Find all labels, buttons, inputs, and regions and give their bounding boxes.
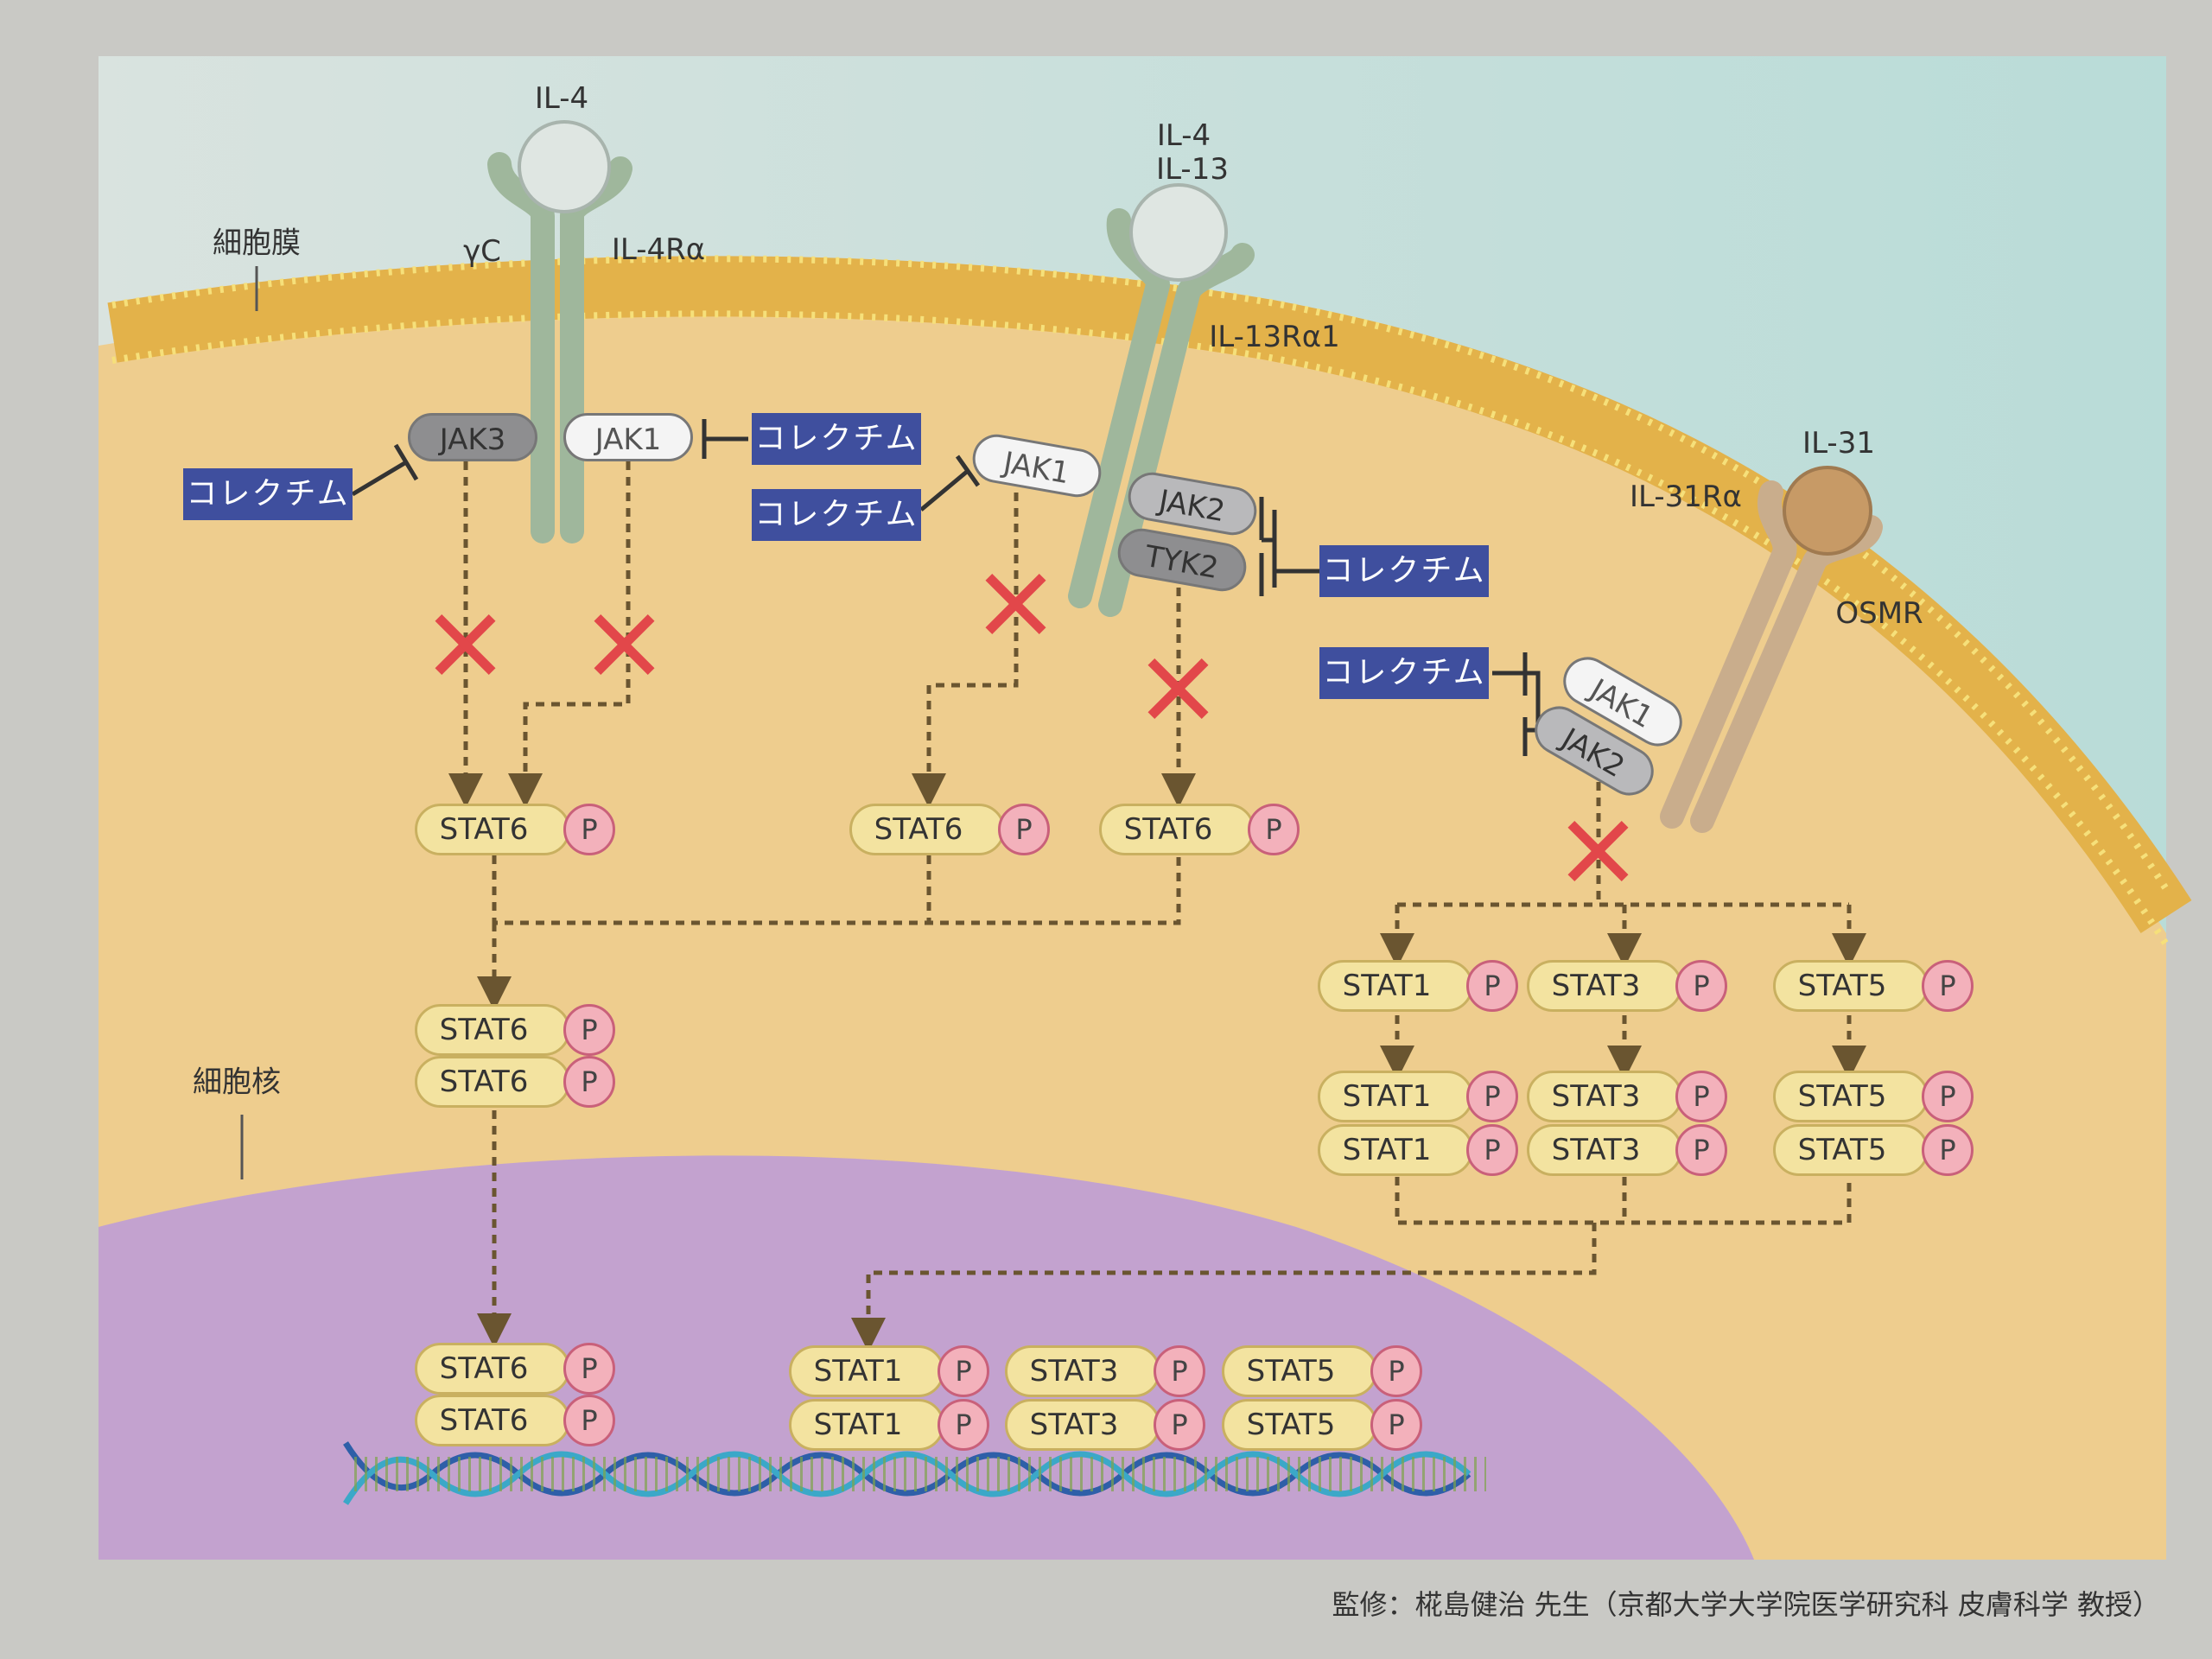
stat-label: STAT6 <box>415 1004 570 1056</box>
corectim-box: コレクチム <box>1319 647 1489 699</box>
phosphate-badge: P <box>1675 1124 1727 1176</box>
inhibition-x-icon <box>982 569 1051 639</box>
phosphate-badge: P <box>998 804 1050 855</box>
il4-ligand <box>518 120 611 213</box>
osmr-label: OSMR <box>1835 596 1923 631</box>
phosphate-badge: P <box>938 1399 989 1451</box>
il31-ligand <box>1783 466 1872 556</box>
stat-label: STAT1 <box>1318 960 1473 1012</box>
corectim-box: コレクチム <box>752 413 921 465</box>
phosphate-badge: P <box>1922 960 1974 1012</box>
jak1: JAK1 <box>563 413 693 461</box>
corectim-box: コレクチム <box>752 489 921 541</box>
il4ra-label: IL-4Rα <box>611 232 706 267</box>
inhibition-x-icon <box>590 610 659 679</box>
dna-helix <box>343 1441 1486 1505</box>
phosphate-badge: P <box>1466 1124 1518 1176</box>
corectim-box: コレクチム <box>183 468 353 520</box>
stat-label: STAT1 <box>789 1345 944 1397</box>
phosphate-badge: P <box>1466 1071 1518 1122</box>
phosphate-badge: P <box>563 1004 615 1056</box>
phosphate-badge: P <box>1922 1124 1974 1176</box>
il31-label: IL-31 <box>1802 426 1875 461</box>
stat-label: STAT6 <box>415 1395 570 1446</box>
stat-label: STAT6 <box>415 804 570 855</box>
stat-label: STAT3 <box>1527 1071 1682 1122</box>
stat-label: STAT1 <box>789 1399 944 1451</box>
phosphate-badge: P <box>1466 960 1518 1012</box>
inhibition-x-icon <box>1144 654 1213 723</box>
jak3: JAK3 <box>408 413 537 461</box>
phosphate-badge: P <box>1675 1071 1727 1122</box>
stat-label: STAT6 <box>415 1056 570 1108</box>
inhibition-lines <box>351 419 1541 756</box>
inhibition-x-icon <box>1564 817 1633 886</box>
stat-label: STAT3 <box>1005 1399 1160 1451</box>
stat-label: STAT5 <box>1773 1071 1929 1122</box>
stat-label: STAT5 <box>1222 1399 1377 1451</box>
stat-label: STAT1 <box>1318 1124 1473 1176</box>
inhibition-x-icon <box>431 610 500 679</box>
supervisor-caption: 監修：椛島健治 先生（京都大学大学院医学研究科 皮膚科学 教授） <box>1332 1588 2160 1621</box>
phosphate-badge: P <box>938 1345 989 1397</box>
il13-ligand <box>1129 183 1228 282</box>
stat-label: STAT6 <box>849 804 1005 855</box>
il13-label: IL-13 <box>1156 152 1229 187</box>
stat-label: STAT6 <box>1099 804 1255 855</box>
stat-label: STAT6 <box>415 1343 570 1395</box>
stat-label: STAT3 <box>1527 960 1682 1012</box>
phosphate-badge: P <box>563 1395 615 1446</box>
phosphate-badge: P <box>1154 1399 1205 1451</box>
il13ra1-label: IL-13Rα1 <box>1209 320 1340 354</box>
stat-label: STAT5 <box>1773 960 1929 1012</box>
stat-label: STAT3 <box>1005 1345 1160 1397</box>
il31ra-label: IL-31Rα <box>1630 480 1742 514</box>
il4-label-2: IL-4 <box>1156 118 1211 153</box>
phosphate-badge: P <box>563 1056 615 1108</box>
stat-label: STAT3 <box>1527 1124 1682 1176</box>
phosphate-badge: P <box>1154 1345 1205 1397</box>
gamma-c-label: γC <box>463 234 501 269</box>
phosphate-badge: P <box>1248 804 1300 855</box>
cell-membrane <box>107 256 2192 933</box>
stat-label: STAT5 <box>1222 1345 1377 1397</box>
corectim-box: コレクチム <box>1319 545 1489 597</box>
stat-label: STAT1 <box>1318 1071 1473 1122</box>
stat-label: STAT5 <box>1773 1124 1929 1176</box>
nucleus-label: 細胞核 <box>193 1065 281 1100</box>
phosphate-badge: P <box>1370 1345 1422 1397</box>
phosphate-badge: P <box>1675 960 1727 1012</box>
phosphate-badge: P <box>1370 1399 1422 1451</box>
phosphate-badge: P <box>563 1343 615 1395</box>
phosphate-badge: P <box>563 804 615 855</box>
il4-label: IL-4 <box>534 81 589 116</box>
membrane-label: 細胞膜 <box>213 226 301 261</box>
phosphate-badge: P <box>1922 1071 1974 1122</box>
